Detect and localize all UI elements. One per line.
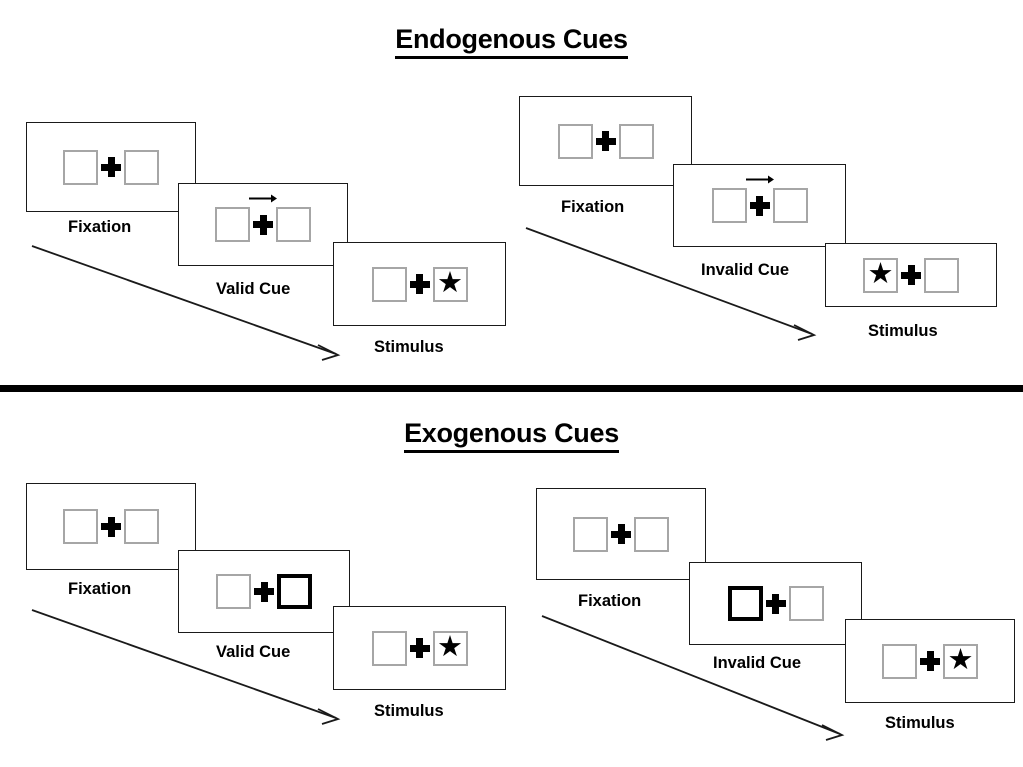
stimulus-row <box>573 516 669 552</box>
panel-endogenous-valid-fixation <box>26 122 196 212</box>
panel-exogenous-valid-fixation <box>26 483 196 570</box>
time-arrow-endogenous-valid <box>31 245 341 361</box>
left-placeholder-box <box>371 630 407 666</box>
panel-exogenous-valid-cue <box>178 550 350 633</box>
star-icon: ★ <box>947 643 974 676</box>
right-target-box: ★ <box>432 266 468 302</box>
fixation-cross-icon <box>98 509 124 544</box>
time-arrow-exogenous-invalid <box>541 615 845 741</box>
stimulus-row: ★ <box>863 257 959 293</box>
section-title-endogenous-text: Endogenous Cues <box>395 24 628 59</box>
left-placeholder-box <box>573 516 608 552</box>
caption-endogenous-invalid-cue: Invalid Cue <box>701 261 790 279</box>
panel-endogenous-valid-stimulus: ★ <box>333 242 506 326</box>
section-divider <box>0 385 1023 392</box>
caption-exogenous-valid-fixation: Fixation <box>68 580 132 598</box>
left-placeholder-box <box>882 643 917 679</box>
right-cued-box <box>277 574 312 609</box>
right-placeholder-box <box>124 509 159 544</box>
left-placeholder-box <box>63 509 98 544</box>
caption-exogenous-invalid-cue: Invalid Cue <box>713 654 802 672</box>
caption-exogenous-invalid-stimulus: Stimulus <box>885 714 955 732</box>
stimulus-row: ★ <box>371 266 468 302</box>
fixation-cross-icon <box>98 150 124 185</box>
caption-endogenous-valid-stimulus: Stimulus <box>374 338 444 356</box>
left-target-box: ★ <box>863 257 898 293</box>
caption-endogenous-valid-fixation: Fixation <box>68 218 132 236</box>
fixation-cross-icon <box>593 124 619 159</box>
right-placeholder-box <box>276 207 311 242</box>
fixation-cross-icon <box>251 574 277 609</box>
right-placeholder-box <box>772 188 808 223</box>
star-icon: ★ <box>437 266 463 299</box>
panel-endogenous-invalid-cue <box>673 164 846 247</box>
stimulus-row: ★ <box>882 643 978 679</box>
left-placeholder-box <box>216 574 251 609</box>
stimulus-row <box>727 586 824 621</box>
right-placeholder-box <box>634 516 669 552</box>
star-icon: ★ <box>867 257 894 290</box>
right-placeholder-box <box>618 123 654 159</box>
panel-endogenous-valid-cue <box>178 183 348 266</box>
fixation-cross-icon <box>898 258 924 293</box>
right-target-box: ★ <box>943 643 978 679</box>
star-icon: ★ <box>437 630 463 663</box>
panel-exogenous-invalid-fixation <box>536 488 706 580</box>
panel-exogenous-invalid-stimulus: ★ <box>845 619 1015 703</box>
section-title-exogenous-text: Exogenous Cues <box>404 418 619 453</box>
right-target-box: ★ <box>432 630 468 666</box>
caption-exogenous-invalid-fixation: Fixation <box>578 592 642 610</box>
section-title-endogenous: Endogenous Cues <box>0 24 1023 59</box>
caption-exogenous-valid-cue: Valid Cue <box>216 643 291 661</box>
left-placeholder-box <box>215 207 250 242</box>
panel-endogenous-invalid-fixation <box>519 96 692 186</box>
panel-exogenous-invalid-cue <box>689 562 862 645</box>
time-arrow-endogenous-invalid <box>525 227 817 341</box>
panel-exogenous-valid-stimulus: ★ <box>333 606 506 690</box>
stimulus-row <box>63 509 159 544</box>
left-placeholder-box <box>371 266 407 302</box>
time-arrow-exogenous-valid <box>31 609 341 725</box>
right-placeholder-box <box>124 149 159 185</box>
panel-endogenous-invalid-stimulus: ★ <box>825 243 997 307</box>
stimulus-row <box>215 194 311 242</box>
fixation-cross-icon <box>763 586 789 621</box>
stimulus-row <box>711 175 808 223</box>
caption-endogenous-valid-cue: Valid Cue <box>216 280 291 298</box>
right-placeholder-box <box>924 257 959 293</box>
caption-endogenous-invalid-fixation: Fixation <box>561 198 625 216</box>
right-placeholder-box <box>788 586 824 621</box>
stimulus-row <box>557 123 654 159</box>
arrow-right-icon <box>745 175 774 184</box>
section-title-exogenous: Exogenous Cues <box>0 418 1023 453</box>
fixation-cross-icon <box>745 175 774 223</box>
stimulus-row: ★ <box>371 630 468 666</box>
caption-endogenous-invalid-stimulus: Stimulus <box>868 322 938 340</box>
fixation-cross-icon <box>407 267 433 302</box>
fixation-cross-icon <box>917 644 943 679</box>
left-cued-box <box>727 586 763 621</box>
fixation-cross-icon <box>407 631 433 666</box>
stimulus-row <box>63 149 159 185</box>
fixation-cross-icon <box>249 194 277 242</box>
arrow-right-icon <box>249 194 277 203</box>
left-placeholder-box <box>557 123 593 159</box>
caption-exogenous-valid-stimulus: Stimulus <box>374 702 444 720</box>
left-placeholder-box <box>63 149 98 185</box>
fixation-cross-icon <box>608 517 634 552</box>
left-placeholder-box <box>711 188 747 223</box>
stimulus-row <box>216 574 312 609</box>
